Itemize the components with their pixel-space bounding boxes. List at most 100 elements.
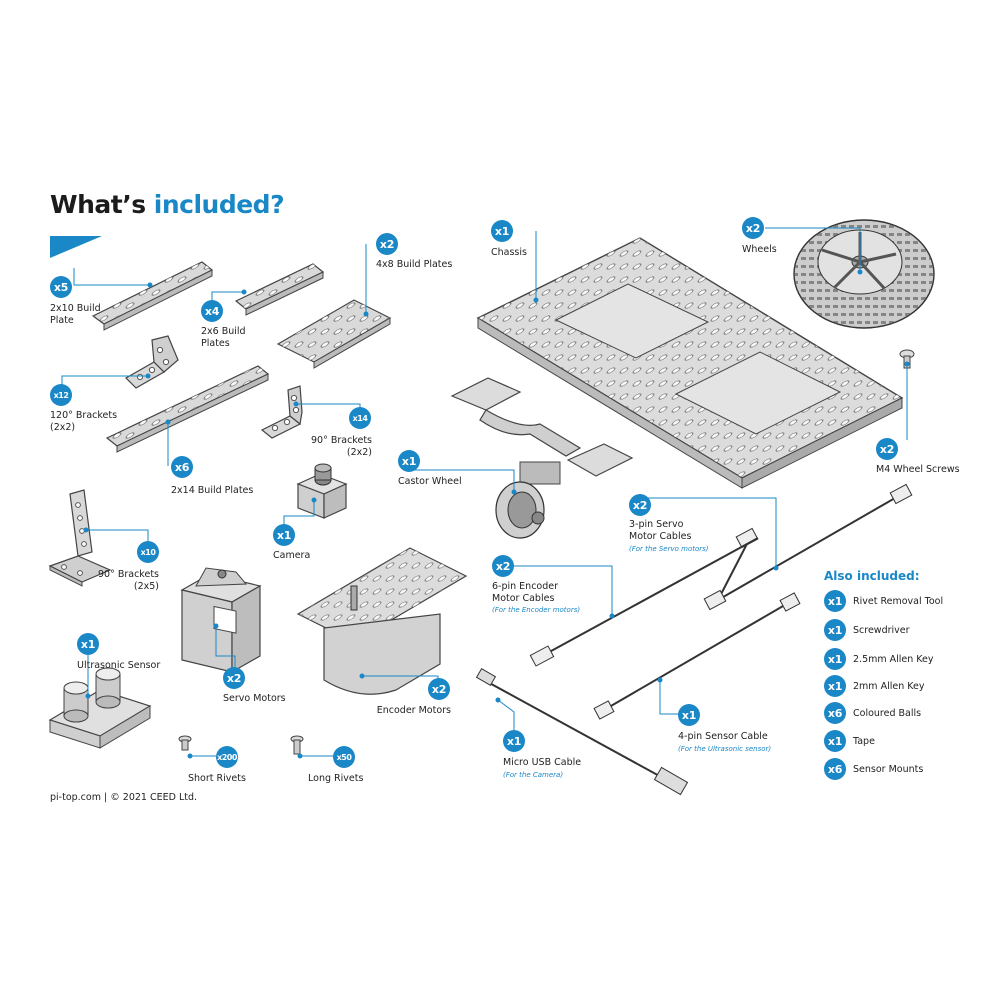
qty-badge: x1 — [824, 675, 846, 697]
qty-badge-build-plate-2x10: x5 — [50, 276, 72, 298]
qty-badge-long-rivets: x50 — [333, 746, 355, 768]
item-label: 2.5mm Allen Key — [853, 653, 934, 665]
qty-badge-wheels: x2 — [742, 217, 764, 239]
also-item-2-5mm-allen-key: x1 2.5mm Allen Key — [824, 648, 934, 670]
title-part-2: included? — [153, 190, 285, 219]
qty-badge: x1 — [824, 730, 846, 752]
label-encoder-motors: Encoder Motors — [376, 705, 451, 716]
qty-badge-sensor-cable: x1 — [678, 704, 700, 726]
item-label: Tape — [853, 735, 875, 747]
label-castor-wheel: Castor Wheel — [398, 476, 462, 487]
label-line: Motor Cables — [492, 593, 555, 604]
label-bracket-90-2x2: 90° Brackets(2x2) — [302, 435, 372, 459]
label-line: 6-pin Encoder — [492, 581, 559, 592]
label-line: (2x2) — [346, 447, 372, 458]
camera-illustration — [296, 463, 348, 519]
encoder-motor-illustration — [296, 547, 468, 695]
item-label: 2mm Allen Key — [853, 680, 925, 692]
title-part-1: What’s — [50, 190, 154, 219]
item-label: Sensor Mounts — [853, 763, 924, 775]
bracket-90-2x5-illustration — [48, 489, 112, 587]
note-encoder-cables: (For the Encoder motors) — [492, 606, 581, 614]
encoder-cable-illustration — [529, 537, 759, 667]
also-item-2mm-allen-key: x1 2mm Allen Key — [824, 675, 924, 697]
note-micro-usb-cable: (For the Camera) — [503, 771, 564, 779]
qty-badge: x1 — [824, 590, 846, 612]
label-line: 2x10 Build — [50, 303, 101, 314]
bracket-120-illustration — [125, 335, 179, 389]
also-item-screwdriver: x1 Screwdriver — [824, 619, 910, 641]
label-line: 3-pin Servo — [629, 519, 684, 530]
qty-badge-short-rivets: x200 — [216, 746, 238, 768]
ultrasonic-sensor-illustration — [48, 667, 152, 749]
qty-badge-build-plate-2x6: x4 — [201, 300, 223, 322]
qty-badge-camera: x1 — [273, 524, 295, 546]
label-line: 2x6 Build — [201, 326, 246, 337]
also-item-tape: x1 Tape — [824, 730, 875, 752]
qty-badge-wheel-screws: x2 — [876, 438, 898, 460]
item-label: Screwdriver — [853, 624, 910, 636]
label-line: Plates — [201, 338, 230, 349]
footer-site-link[interactable]: pi-top.com — [50, 792, 101, 803]
note-sensor-cable: (For the Ultrasonic sensor) — [678, 745, 772, 753]
item-label: Rivet Removal Tool — [853, 595, 944, 607]
qty-badge-micro-usb-cable: x1 — [503, 730, 525, 752]
leader-dots — [83, 269, 910, 759]
chassis-illustration — [476, 237, 904, 489]
sensor-cable-illustration — [593, 592, 801, 720]
build-plate-2x14-illustration — [105, 365, 270, 453]
qty-badge-build-plate-2x14: x6 — [171, 456, 193, 478]
label-line: 90° Brackets — [310, 435, 372, 446]
qty-badge-bracket-90-2x5: x10 — [137, 541, 159, 563]
footer: pi-top.com | © 2021 CEED Ltd. — [50, 792, 197, 803]
qty-badge: x6 — [824, 702, 846, 724]
label-line: Motor Cables — [629, 531, 692, 542]
label-line: Plate — [50, 315, 74, 326]
label-wheels: Wheels — [742, 244, 777, 255]
rivet-short-illustration — [178, 735, 192, 751]
label-bracket-120: 120° Brackets(2x2) — [50, 410, 117, 434]
title-banner-decoration — [50, 236, 102, 258]
page-title: What’s included? — [50, 190, 285, 219]
qty-badge-bracket-120: x12 — [50, 384, 72, 406]
build-plate-2x10-illustration — [91, 261, 214, 331]
footer-separator: | — [104, 792, 108, 803]
label-long-rivets: Long Rivets — [308, 773, 364, 784]
label-bracket-90-2x5: 90° Brackets(2x5) — [80, 569, 159, 593]
servo-cable-illustration — [703, 483, 913, 611]
leader-lines — [61, 227, 908, 757]
label-servo-motors: Servo Motors — [223, 693, 286, 704]
label-line: 120° Brackets — [50, 410, 118, 421]
label-build-plate-2x14: 2x14 Build Plates — [171, 485, 254, 496]
wheel-illustration — [793, 219, 935, 329]
build-plate-4x8-illustration — [276, 299, 392, 369]
qty-badge-servo-motors: x2 — [223, 667, 245, 689]
note-servo-cables: (For the Servo motors) — [629, 545, 709, 553]
qty-badge: x1 — [824, 648, 846, 670]
micro-usb-cable-illustration — [475, 667, 689, 796]
label-build-plate-4x8: 4x8 Build Plates — [376, 259, 453, 270]
qty-badge: x1 — [824, 619, 846, 641]
qty-badge-bracket-90-2x2: x14 — [349, 407, 371, 429]
footer-copyright: © 2021 CEED Ltd. — [110, 792, 198, 803]
qty-badge: x6 — [824, 758, 846, 780]
label-line: (2x5) — [133, 581, 159, 592]
build-plate-2x6-illustration — [234, 263, 325, 316]
rivet-long-illustration — [290, 735, 304, 755]
also-item-rivet-removal-tool: x1 Rivet Removal Tool — [824, 590, 943, 612]
qty-badge-ultrasonic-sensor: x1 — [77, 633, 99, 655]
label-chassis: Chassis — [491, 247, 527, 258]
qty-badge-servo-cables: x2 — [629, 494, 651, 516]
qty-badge-build-plate-4x8: x2 — [376, 233, 398, 255]
label-micro-usb-cable: Micro USB Cable — [503, 757, 582, 768]
label-wheel-screws: M4 Wheel Screws — [876, 464, 960, 475]
label-line: (2x2) — [50, 422, 76, 433]
qty-badge-chassis: x1 — [491, 220, 513, 242]
label-camera: Camera — [273, 550, 311, 561]
